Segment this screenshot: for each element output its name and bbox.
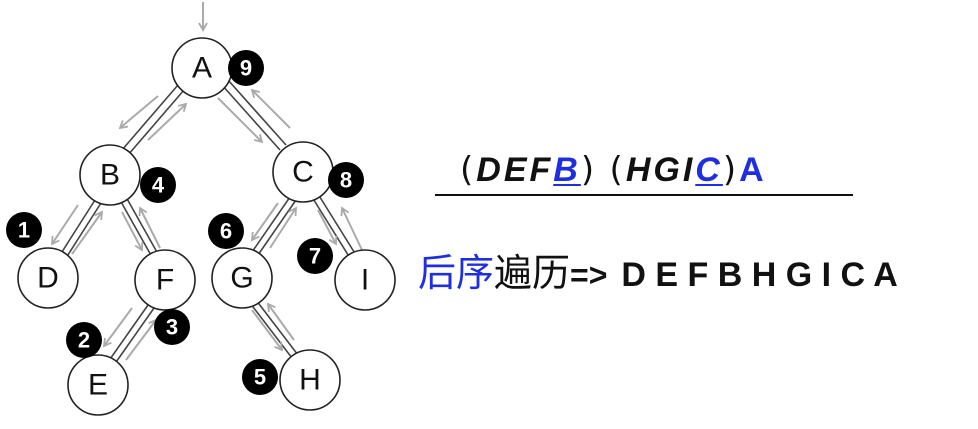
edge-b-d (59, 199, 96, 256)
arrow-f-to-b (138, 206, 161, 249)
tree-root-letter: A (739, 151, 764, 189)
node-a: A (171, 37, 233, 99)
tree-nodes: A B C D F G I (17, 37, 396, 416)
order-badge-label: 4 (152, 173, 165, 198)
edge-c-g-inner (257, 199, 297, 256)
edge-a-b (121, 84, 179, 151)
edge-b-f-inner (125, 196, 159, 255)
left-subtree-root: B (553, 151, 581, 189)
arrow-g-to-h (251, 309, 284, 352)
left-subtree-open-paren: ( (460, 150, 477, 190)
formula-underline (435, 194, 853, 196)
node-i: I (334, 249, 396, 311)
order-badge-c: 8 (328, 162, 364, 198)
edge-f-e-inner (113, 307, 155, 366)
visit-order-badges: 9 4 8 1 3 6 7 (6, 50, 364, 395)
order-badge-label: 2 (78, 328, 90, 353)
order-badge-label: 8 (340, 168, 352, 193)
edge-g-h-inner (255, 299, 299, 356)
edge-a-c (221, 84, 281, 151)
node-label: G (230, 262, 253, 295)
edge-c-g (251, 196, 291, 253)
arrow-h-to-g (266, 302, 295, 341)
arrow-i-to-c (340, 206, 363, 251)
order-badge-label: 9 (240, 56, 252, 81)
node-b: B (79, 144, 141, 206)
order-badge-b: 4 (140, 167, 176, 203)
order-badge-g: 6 (208, 213, 244, 249)
order-badge-label: 3 (166, 315, 178, 340)
left-subtree-sequence: DEF (476, 151, 554, 189)
arrow-b-to-a (147, 102, 188, 141)
node-label: C (292, 156, 314, 189)
arrow-c-to-a (250, 88, 291, 129)
arrow-c-to-i (317, 209, 338, 246)
node-g: G (211, 247, 273, 309)
postorder-formula: (DEFB) (HGIC)A (460, 150, 764, 196)
arrow-g-to-c (269, 206, 297, 249)
order-badge-label: 1 (18, 218, 30, 243)
arrow-b-to-d (50, 204, 79, 246)
traversal-arrows (50, 88, 363, 361)
result-label-traversal: 遍历 (494, 251, 571, 295)
node-label: A (192, 52, 212, 85)
postorder-result: 后序遍历=> D E F B H G I C A (418, 250, 898, 298)
order-badge-a: 9 (228, 50, 264, 86)
order-badge-i: 7 (297, 238, 333, 274)
node-h: H (279, 349, 341, 411)
left-subtree-close-paren: ) (580, 150, 598, 190)
order-badge-label: 5 (254, 365, 266, 390)
node-label: I (361, 264, 369, 297)
right-subtree-close-paren: ) (722, 150, 740, 190)
arrow-e-to-f (125, 318, 158, 361)
order-badge-d: 1 (6, 212, 42, 248)
order-badge-label: 6 (220, 219, 232, 244)
right-subtree-sequence: HGI (625, 151, 696, 189)
node-label: F (156, 264, 174, 297)
edge-g-h (249, 302, 293, 359)
order-badge-h: 5 (242, 359, 278, 395)
result-arrow: => (570, 257, 608, 293)
edge-c-i (311, 196, 351, 259)
node-label: E (88, 369, 108, 402)
node-f: F (134, 249, 196, 311)
arrow-a-to-b (118, 95, 159, 130)
arrow-f-to-e (102, 307, 133, 348)
node-e: E (67, 354, 129, 416)
edge-b-d-inner (65, 202, 102, 259)
arrow-a-to-c (217, 97, 264, 144)
edge-a-c-inner (227, 79, 287, 146)
arrow-b-to-f (121, 211, 144, 252)
right-subtree-open-paren: ( (609, 150, 626, 190)
node-label: H (299, 364, 321, 397)
edge-a-b-inner (127, 89, 185, 156)
arrow-c-to-g (250, 202, 279, 242)
result-sequence: D E F B H G I C A (621, 256, 898, 294)
node-c: C (272, 141, 334, 203)
edge-c-i-inner (317, 193, 357, 256)
node-label: D (37, 262, 59, 295)
node-d: D (17, 247, 79, 309)
tree-edges (59, 79, 357, 366)
edge-f-e (107, 304, 149, 363)
edge-b-f (119, 199, 153, 258)
order-badge-label: 7 (309, 244, 321, 269)
node-label: B (100, 159, 120, 192)
order-badge-f: 3 (154, 309, 190, 345)
arrow-d-to-b (71, 210, 104, 255)
right-subtree-root: C (695, 151, 723, 189)
order-badge-e: 2 (66, 322, 102, 358)
result-label-postorder: 后序 (418, 251, 495, 295)
